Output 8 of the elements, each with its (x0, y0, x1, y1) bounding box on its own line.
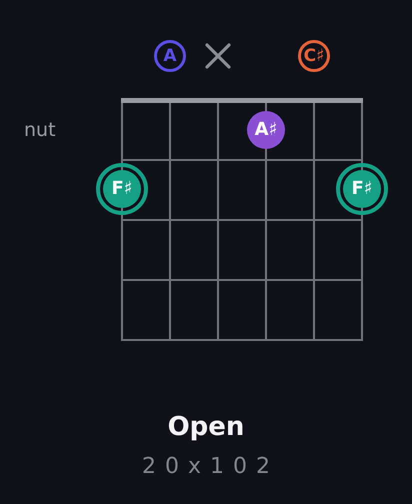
string-end-label: nut (24, 121, 56, 140)
fingering-code: 20x102 (140, 454, 279, 479)
finger-dot: A♯ (247, 111, 285, 149)
open-string-marker: C♯ (298, 40, 330, 72)
chord-name: Open (168, 412, 244, 442)
root-finger-dot: F♯ (96, 163, 148, 215)
root-finger-dot: F♯ (336, 163, 388, 215)
open-string-marker: A (154, 40, 186, 72)
